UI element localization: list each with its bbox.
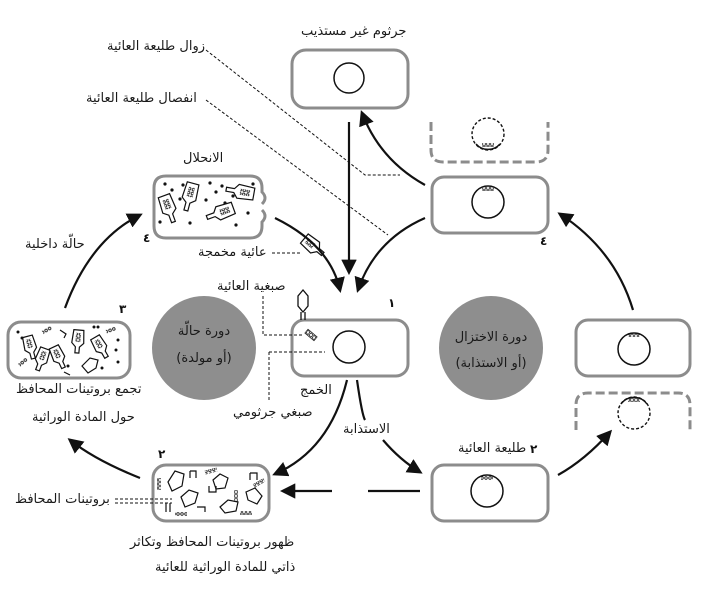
dividing-cell-right [574, 391, 692, 430]
prophage-cell [430, 463, 550, 523]
label-phage-chromosome: صبغية العائية [217, 279, 286, 294]
label-lytic-state: حالّة داخلية [25, 237, 85, 252]
label-capsid-assembly-1: تجمع بروتينات المحافظ [16, 382, 142, 397]
arrow-right-to-cell4 [557, 212, 635, 311]
label-capsid-proteins: بروتينات المحافظ [15, 492, 110, 507]
label-non-lysogenic-bacterium: جرثوم غير مستذيب [301, 24, 407, 39]
lysogenic-cycle-title: دورة الاختزال [454, 330, 528, 345]
label-replication-1: ظهور بروتينات المحافظ وتكاثر [130, 535, 295, 550]
arrow-lysis-to-infection [274, 217, 345, 294]
step-number-prophage: ٢ [530, 442, 538, 456]
arrows [63, 110, 635, 499]
infected-cell [290, 288, 410, 378]
lytic-cycle-subtitle: (أو مولدة) [176, 351, 232, 366]
lysogen-cell-4 [430, 175, 550, 235]
label-replication-2: ذاتي للمادة الوراثية للعائية [155, 560, 296, 575]
leader-lines [115, 49, 400, 504]
non-lysogenic-bacterium-cell [290, 48, 410, 110]
lytic-cycle-title: دورة حالّة [177, 324, 231, 339]
label-prophage-excision: انفصال طليعة العائية [86, 91, 197, 106]
step-number-replication: ٢ [158, 447, 166, 461]
step-number-lysis: ٤ [143, 231, 151, 245]
arrow-replication-to-assembly [67, 438, 141, 480]
lysing-cell [152, 174, 267, 240]
label-tailed-phage: عائية مخمجة [198, 245, 267, 260]
step-number-infection: ١ [388, 296, 396, 310]
label-prophage: طليعة العائية [458, 441, 527, 456]
lysogen-cell-right [574, 318, 692, 378]
lysogenic-cycle-subtitle: (أو الاستذابة) [455, 356, 527, 371]
arrow-prophage-to-division [557, 429, 613, 476]
dividing-cell-top [429, 117, 550, 164]
label-infection: الخمج [300, 383, 332, 398]
arrow-assembly-to-lysis [63, 213, 143, 309]
arrow-cell4-to-infection [354, 216, 426, 293]
replication-cell [151, 463, 271, 523]
lytic-cycle-disc [152, 296, 256, 400]
step-number-assembly: ٣ [119, 302, 127, 316]
arrow-lysogenization-tail [382, 439, 423, 474]
label-bacterial-chromosome: صبغي جرثومي [233, 405, 313, 420]
label-lysogenization: الاستذابة [343, 422, 390, 437]
lysogenic-cycle-disc [439, 296, 543, 400]
label-capsid-assembly-2: حول المادة الوراثية [32, 410, 135, 425]
assembly-cell [6, 320, 132, 380]
arrow-infection-to-replication [272, 379, 349, 477]
step-number-division: ٤ [540, 234, 548, 248]
label-lysis: الانحلال [183, 151, 224, 166]
arrow-cell4-to-top [359, 110, 426, 186]
label-prophage-loss: زوال طليعة العائية [107, 39, 206, 54]
arrow-lysogenization [355, 379, 366, 421]
